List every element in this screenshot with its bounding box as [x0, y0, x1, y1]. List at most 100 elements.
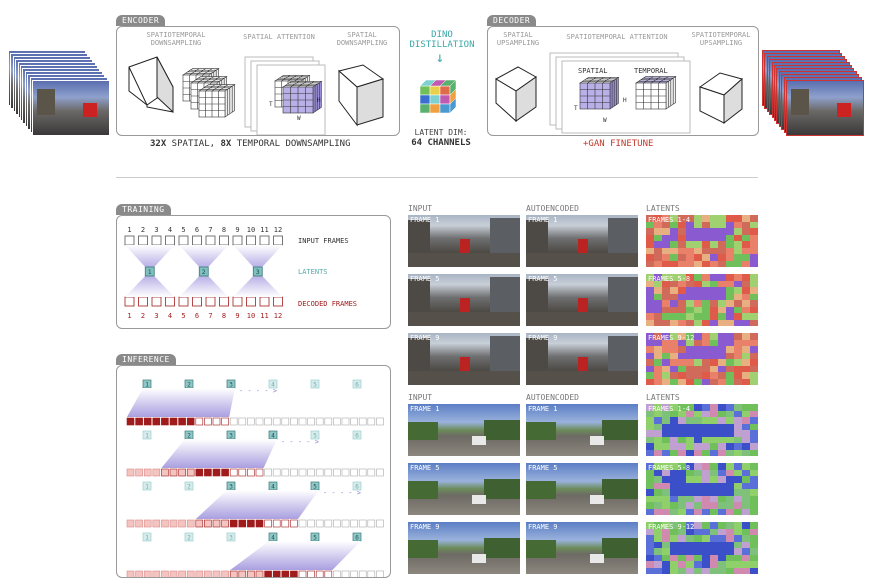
latent-pixel: [678, 260, 687, 267]
inference-frame-box: [376, 519, 384, 528]
latent-pixel: [710, 234, 719, 242]
latent-pixel: [662, 541, 671, 549]
latent-pixel: [702, 482, 711, 490]
latent-pixel: [750, 535, 758, 542]
inference-frame-box: [264, 417, 272, 426]
latent-pixel: [750, 410, 758, 418]
latent-pixel: [654, 352, 663, 360]
latent-pixel: [734, 333, 743, 340]
latent-pixel: [662, 300, 671, 307]
latent-pixel: [718, 567, 727, 574]
latent-pixel: [710, 280, 719, 288]
latent-pixel: [734, 404, 743, 411]
latent-pixel: [718, 280, 727, 288]
latent-pixel: [694, 410, 703, 418]
latent-pixel: [742, 449, 751, 456]
decoded-frame-box: [124, 296, 135, 307]
input-frame-number: 5: [181, 226, 185, 234]
latent-pixel: [702, 489, 711, 496]
inference-frame-box: [341, 417, 350, 426]
latent-pixel: [694, 352, 703, 360]
latent-image: FRAMES 9-12: [646, 333, 758, 385]
latent-pixel: [662, 489, 671, 496]
latent-pixel: [726, 495, 735, 503]
trees-left: [526, 481, 556, 499]
latent-pixel: [694, 339, 703, 347]
latent-pixel: [686, 476, 695, 483]
latent-pixel: [654, 508, 663, 515]
latent-pixel: [742, 306, 751, 314]
input-frame-number: 1: [127, 226, 131, 234]
latent-pixel: [662, 423, 671, 431]
attention-layers: [244, 56, 326, 135]
latent-pixel: [734, 482, 743, 490]
latent-pixel: [750, 502, 758, 509]
downsampled-cubes: [182, 68, 236, 118]
inference-frame-box: [186, 468, 195, 477]
inference-frame-box: [186, 570, 195, 577]
latent-pixel: [678, 365, 687, 373]
latent-pixel: [718, 423, 727, 431]
latent-pixel: [718, 260, 727, 267]
latent-pixel: [718, 554, 727, 562]
latent-pixel: [742, 274, 751, 281]
latent-pixel: [670, 430, 679, 437]
latent-pixel: [670, 365, 679, 373]
inference-frame-box: [376, 417, 384, 426]
latent-pixel: [670, 293, 679, 301]
grid-column-header: AUTOENCODED: [526, 393, 579, 402]
latent-pixel: [670, 463, 679, 470]
latent-pixel: [678, 567, 687, 574]
latent-pixel: [670, 554, 679, 562]
latent-pixel: [702, 476, 711, 483]
latent-pixel: [678, 287, 687, 294]
latent-pixel: [654, 274, 663, 281]
latent-pixel: [694, 495, 703, 503]
decoder-stage-3-label: SPATIOTEMPORAL UPSAMPLING: [691, 31, 751, 47]
decoder-axis-t: T: [574, 105, 578, 112]
frame-label: FRAMES 9-12: [648, 334, 695, 342]
latent-pixel: [654, 482, 663, 490]
latent-pixel: [702, 561, 711, 568]
latent-pixel: [750, 254, 758, 261]
grid-column-header: INPUT: [408, 393, 433, 402]
frame-image: FRAME 9: [526, 333, 638, 385]
inference-frame-box: [229, 417, 238, 426]
latent-pixel: [694, 274, 703, 281]
latent-pixel: [726, 449, 735, 456]
input-frame-stack: [8, 50, 113, 145]
latent-pixel: [654, 463, 663, 470]
latent-pixel: [750, 306, 758, 314]
inference-frame-box: [161, 417, 169, 426]
latent-pixel: [670, 482, 679, 490]
latent-pixel: [646, 215, 655, 222]
latent-pixel: [750, 241, 758, 248]
inference-frame-box: [272, 417, 281, 426]
latent-pixel: [662, 469, 671, 477]
inference-frame-box: [126, 468, 135, 477]
frame-image: FRAME 5: [408, 463, 520, 515]
latent-pixel: [726, 476, 735, 483]
inference-frame-box: [315, 417, 324, 426]
latent-pixel: [694, 346, 703, 353]
building-right: [608, 336, 638, 374]
latent-pixel: [646, 300, 655, 307]
latent-pixel: [742, 436, 751, 444]
inference-frame-box: [255, 417, 264, 426]
input-frame-number: 11: [260, 226, 268, 234]
latent-pixel: [694, 221, 703, 229]
latent-pixel: [694, 306, 703, 314]
spatiotemporal-upsampling-shape: [698, 72, 744, 125]
car-shape: [590, 495, 604, 504]
latent-pixel: [726, 508, 735, 515]
latent-pixel: [694, 313, 703, 320]
inference-trapezoid: [161, 439, 277, 468]
inference-frame-box: [143, 570, 152, 577]
latent-pixel: [710, 247, 719, 255]
inference-trapezoid: [127, 388, 235, 417]
input-frame-box: [165, 235, 175, 246]
latent-pixel: [726, 423, 735, 431]
inference-frame-box: [126, 519, 135, 528]
latent-pixel: [702, 274, 711, 281]
latent-pixel: [678, 306, 687, 314]
